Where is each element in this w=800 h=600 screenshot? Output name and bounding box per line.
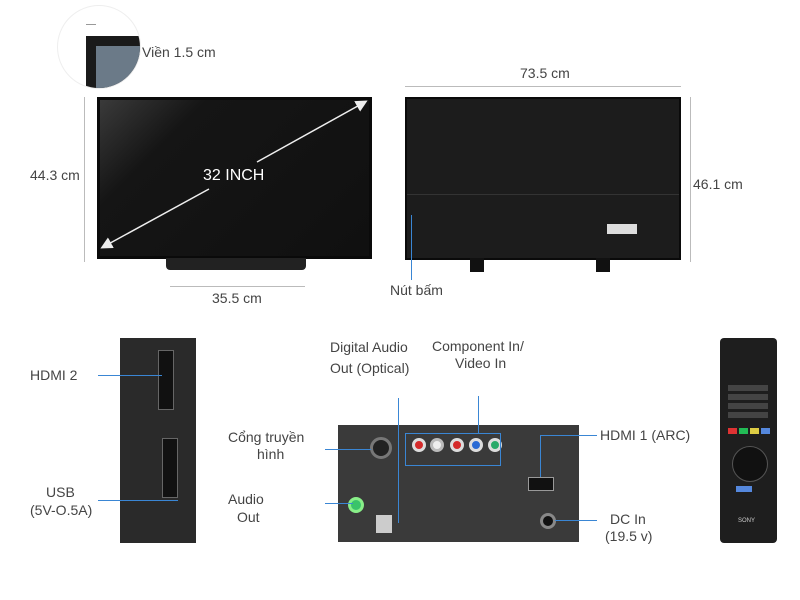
diagonal-arrow-lower [100,188,210,249]
component-highlight [405,433,501,466]
hdmi1-callout-line-vertical [540,435,541,477]
hdmi2-label: HDMI 2 [30,367,78,383]
component-label: Component In/ [432,338,524,354]
tv-stand [166,258,306,270]
usb-spec-label: (5V-O.5A) [30,502,93,518]
component-jack-white [430,438,444,452]
diagonal-arrow [100,100,368,249]
back-sticker [607,224,637,234]
usb-port [162,438,178,498]
tv-foot-left [470,258,484,272]
audio-out-label: Audio [228,491,264,507]
component-jack-blue [469,438,483,452]
remote-key-yellow [750,428,759,434]
tv-back [405,97,681,260]
dc-in-label-2: (19.5 v) [605,528,653,544]
remote-brand: SONY [738,518,756,524]
back-width-label: 73.5 cm [520,65,570,81]
component-jack-red [412,438,426,452]
dc-in-label: DC In [610,511,646,527]
antenna-label: Cổng truyền [228,429,305,445]
remote-key-red [728,428,737,434]
bezel-detail [57,5,141,89]
hdmi2-callout-line [98,375,162,376]
usb-callout-line [98,500,178,501]
antenna-port [370,437,392,459]
back-width-line [405,86,681,87]
audio-out-label-2: Out [237,509,260,525]
remote-dpad [732,446,768,482]
optical-label: Digital Audio [330,339,408,355]
side-ports-photo [120,338,196,543]
dc-in-port [540,513,556,529]
antenna-label-2: hình [257,446,285,462]
bezel-measure-line [86,24,96,25]
remote-control: SONY [720,338,777,543]
optical-callout-line [398,398,399,523]
back-height-line [690,97,691,262]
buttons-label: Nút bấm [390,282,443,298]
hdmi2-port [158,350,174,410]
front-height-line [84,97,85,262]
stand-width-label: 35.5 cm [212,290,262,306]
front-height-label: 44.3 cm [30,167,80,183]
remote-home-key [736,486,752,492]
hdmi1-label: HDMI 1 (ARC) [600,427,691,443]
usb-label: USB [46,484,75,500]
optical-label-2: Out (Optical) [330,360,410,376]
diagonal-arrow-upper [256,100,368,163]
optical-port [376,515,392,533]
back-height-label: 46.1 cm [693,176,743,192]
buttons-callout-line [411,215,412,280]
remote-key-blue [761,428,770,434]
rear-ports-photo [338,425,579,542]
diagonal-label: 32 INCH [203,167,265,184]
component-label-2: Video In [455,355,507,371]
antenna-callout-line [325,449,371,450]
audio-out-callout-line [325,503,353,504]
hdmi1-callout-line [540,435,597,436]
remote-number-keys [728,383,768,419]
bezel-label: Viền 1.5 cm [142,44,216,60]
component-callout-line [478,396,479,433]
component-jack-red [450,438,464,452]
hdmi1-port [528,477,554,491]
bezel-screen [96,46,140,88]
tv-foot-right [596,258,610,272]
audio-out-jack [348,497,364,513]
remote-key-green [739,428,748,434]
dc-in-callout-line [555,520,597,521]
stand-width-line [170,286,305,287]
back-panel-seam [407,194,679,195]
